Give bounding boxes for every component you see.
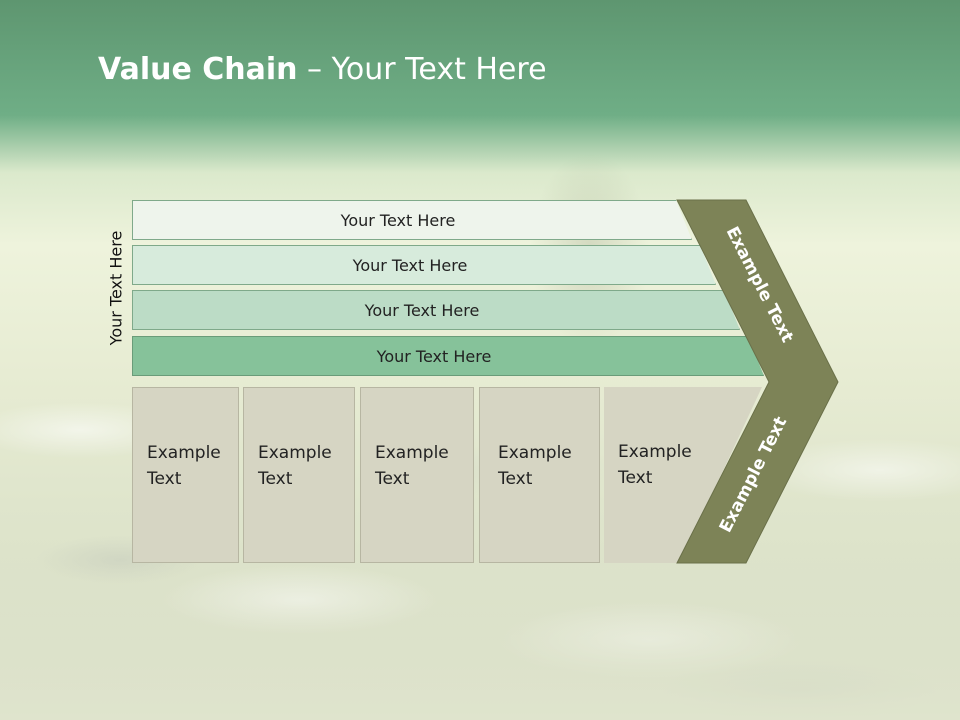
column-4-line2: Text [498, 469, 533, 489]
title-bold: Value Chain [98, 52, 298, 87]
title-rest: – Your Text Here [297, 52, 547, 87]
column-1-line1: Example [147, 443, 221, 463]
column-2-line2: Text [258, 469, 293, 489]
value-bar-2-label: Your Text Here [352, 255, 468, 275]
value-bar-4: Your Text Here [132, 336, 764, 376]
column-4-line1: Example [498, 443, 572, 463]
value-bar-2: Your Text Here [132, 245, 716, 285]
value-bar-2-fill [132, 245, 716, 285]
column-2-line1: Example [258, 443, 332, 463]
chevron-shape [676, 199, 839, 564]
reflection-fade [0, 563, 960, 720]
value-bar-1-label: Your Text Here [340, 210, 456, 230]
value-bar-3: Your Text Here [132, 290, 740, 330]
column-3-line2: Text [375, 469, 410, 489]
column-5-line1: Example [618, 442, 692, 462]
value-bar-1: Your Text Here [132, 200, 692, 240]
column-3-line1: Example [375, 443, 449, 463]
value-bar-3-fill [132, 290, 740, 330]
page-title: Value Chain – Your Text Here [98, 52, 547, 87]
value-bar-4-label: Your Text Here [376, 346, 492, 366]
value-bar-3-label: Your Text Here [364, 300, 480, 320]
value-bar-1-fill [132, 200, 692, 240]
column-1-line2: Text [147, 469, 182, 489]
value-bar-4-fill [132, 336, 764, 376]
column-5-line2: Text [618, 468, 653, 488]
